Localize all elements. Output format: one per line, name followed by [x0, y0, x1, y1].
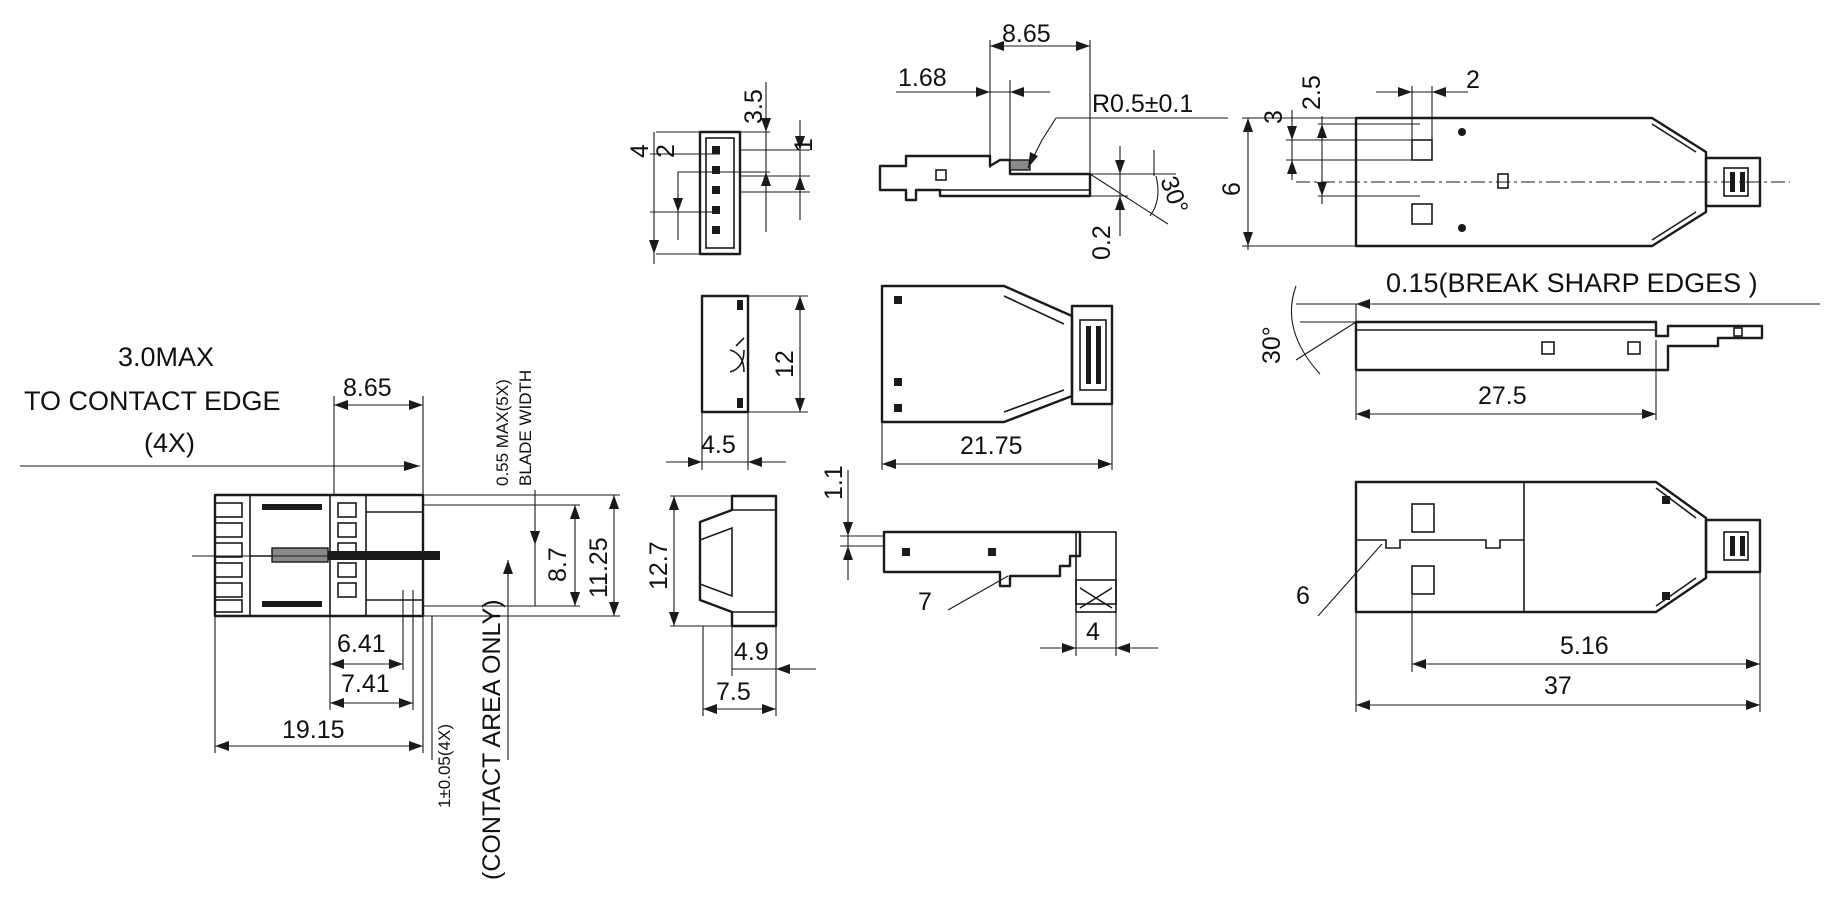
- label-37: 37: [1544, 672, 1572, 700]
- side-view-top: [878, 40, 1228, 236]
- label-21-75: 21.75: [960, 432, 1023, 460]
- label-angle-top: 30°: [1154, 172, 1193, 217]
- label-0-2: 0.2: [1088, 225, 1116, 260]
- end-view-middle-labels: 12 4.5: [701, 350, 799, 459]
- label-19-15: 19.15: [282, 716, 345, 744]
- label-2-right: 2: [1466, 66, 1480, 94]
- label-contact-area-only: (CONTACT AREA ONLY): [478, 599, 506, 880]
- side-view-bottom: [840, 470, 1158, 656]
- end-view-bottom-labels: 12.7 4.9 7.5: [645, 541, 769, 706]
- side-view-top-labels: 8.65 1.68 R0.5±0.1 0.2 30°: [898, 20, 1194, 260]
- label-6-41: 6.41: [337, 630, 386, 658]
- label-8-7: 8.7: [544, 547, 572, 582]
- label-3-0-max: 3.0MAX: [118, 342, 214, 372]
- label-7-41: 7.41: [341, 670, 390, 698]
- side-view-bottom-labels: 1.1 7 4: [820, 465, 1100, 646]
- label-angle-side: 30°: [1258, 326, 1286, 364]
- label-1-1: 1.1: [820, 465, 848, 500]
- label-1: 1: [790, 138, 818, 152]
- label-6-bottom: 6: [1296, 582, 1310, 610]
- label-4x: (4X): [144, 428, 195, 458]
- label-blade-width: BLADE WIDTH: [516, 370, 535, 486]
- plug-side-view: [1290, 285, 1820, 420]
- label-4-bottom: 4: [1086, 618, 1100, 646]
- shell-top-view: [880, 284, 1114, 470]
- label-to-contact-edge: TO CONTACT EDGE: [24, 386, 281, 416]
- front-view-left-labels: 3.0MAX TO CONTACT EDGE (4X) 8.65 0.55 MA…: [24, 342, 613, 880]
- label-6-top: 6: [1218, 182, 1246, 196]
- label-break-edges: 0.15(BREAK SHARP EDGES ): [1386, 268, 1758, 298]
- plug-side-view-labels: 0.15(BREAK SHARP EDGES ) 30° 27.5: [1258, 268, 1758, 410]
- plug-bottom-view: [1317, 480, 1762, 712]
- end-view-top: [649, 82, 810, 264]
- label-2-endview: 2: [652, 144, 680, 158]
- front-view-left: [192, 493, 440, 618]
- label-7-5: 7.5: [716, 678, 751, 706]
- label-blade-max: 0.55 MAX(5X): [493, 379, 512, 486]
- label-4: 4: [626, 144, 654, 158]
- label-12: 12: [771, 350, 799, 378]
- label-3-5: 3.5: [740, 89, 768, 124]
- end-view-top-labels: 3.5 4 2 1: [626, 89, 818, 158]
- label-2-5: 2.5: [1298, 75, 1326, 110]
- label-11-25: 11.25: [585, 537, 613, 598]
- plug-top-view-labels: 2 2.5 3 6: [1218, 66, 1480, 196]
- front-view-left-dims: [20, 396, 620, 760]
- label-27-5: 27.5: [1478, 382, 1527, 410]
- label-8-65-top: 8.65: [1002, 20, 1051, 48]
- label-contact-tol: 1±0.05(4X): [435, 724, 454, 808]
- end-view-middle: [666, 294, 808, 470]
- label-3: 3: [1260, 110, 1288, 124]
- label-radius: R0.5±0.1: [1092, 90, 1193, 118]
- end-view-bottom: [669, 494, 816, 716]
- label-4-5: 4.5: [701, 431, 736, 459]
- label-8-65-left: 8.65: [343, 374, 392, 402]
- label-1-68: 1.68: [898, 64, 947, 92]
- label-4-9: 4.9: [734, 638, 769, 666]
- plug-bottom-view-labels: 6 5.16 37: [1296, 582, 1609, 700]
- plug-top-view: [1242, 86, 1790, 250]
- label-12-7: 12.7: [645, 541, 673, 590]
- label-7: 7: [918, 588, 932, 616]
- label-5-16: 5.16: [1560, 632, 1609, 660]
- shell-top-view-labels: 21.75: [960, 432, 1023, 460]
